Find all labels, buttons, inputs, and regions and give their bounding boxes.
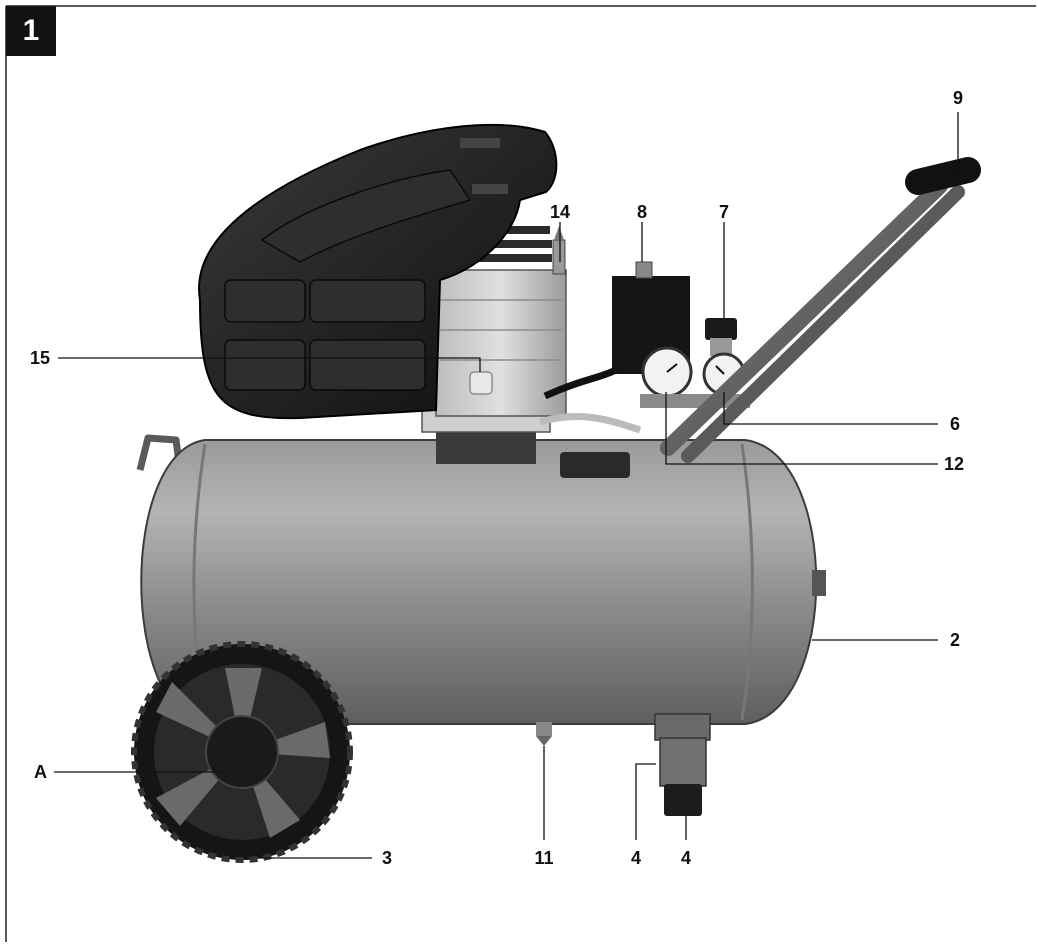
- callout-7: 7: [719, 202, 729, 222]
- rubber-foot: [654, 713, 711, 816]
- callout-8: 8: [637, 202, 647, 222]
- wheel: [131, 641, 353, 863]
- pump-cylinder: [435, 269, 567, 417]
- callout-14: 14: [550, 202, 570, 222]
- callout-4-right: 4: [681, 848, 691, 868]
- callout-A: A: [34, 762, 47, 782]
- callout-11: 11: [534, 848, 553, 868]
- pull-handle: [660, 157, 981, 463]
- tank-pressure-gauge: [641, 346, 693, 398]
- callout-2: 2: [950, 630, 960, 650]
- callout-6: 6: [950, 414, 960, 434]
- fan-cover: [198, 123, 558, 420]
- callout-9: 9: [953, 88, 963, 108]
- callout-leaders: [54, 112, 959, 859]
- pressure-line: [538, 366, 642, 434]
- callout-3: 3: [382, 848, 392, 868]
- safety-valve: [552, 226, 566, 275]
- callout-15: 15: [30, 348, 50, 368]
- drain-valve: [536, 722, 552, 746]
- pump-mount: [421, 409, 551, 464]
- pressure-regulator: [705, 318, 737, 356]
- figure-number-badge: 1: [6, 6, 56, 56]
- callout-12: 12: [944, 454, 964, 474]
- cooling-fins: [462, 226, 552, 262]
- callout-4-left: 4: [631, 848, 641, 868]
